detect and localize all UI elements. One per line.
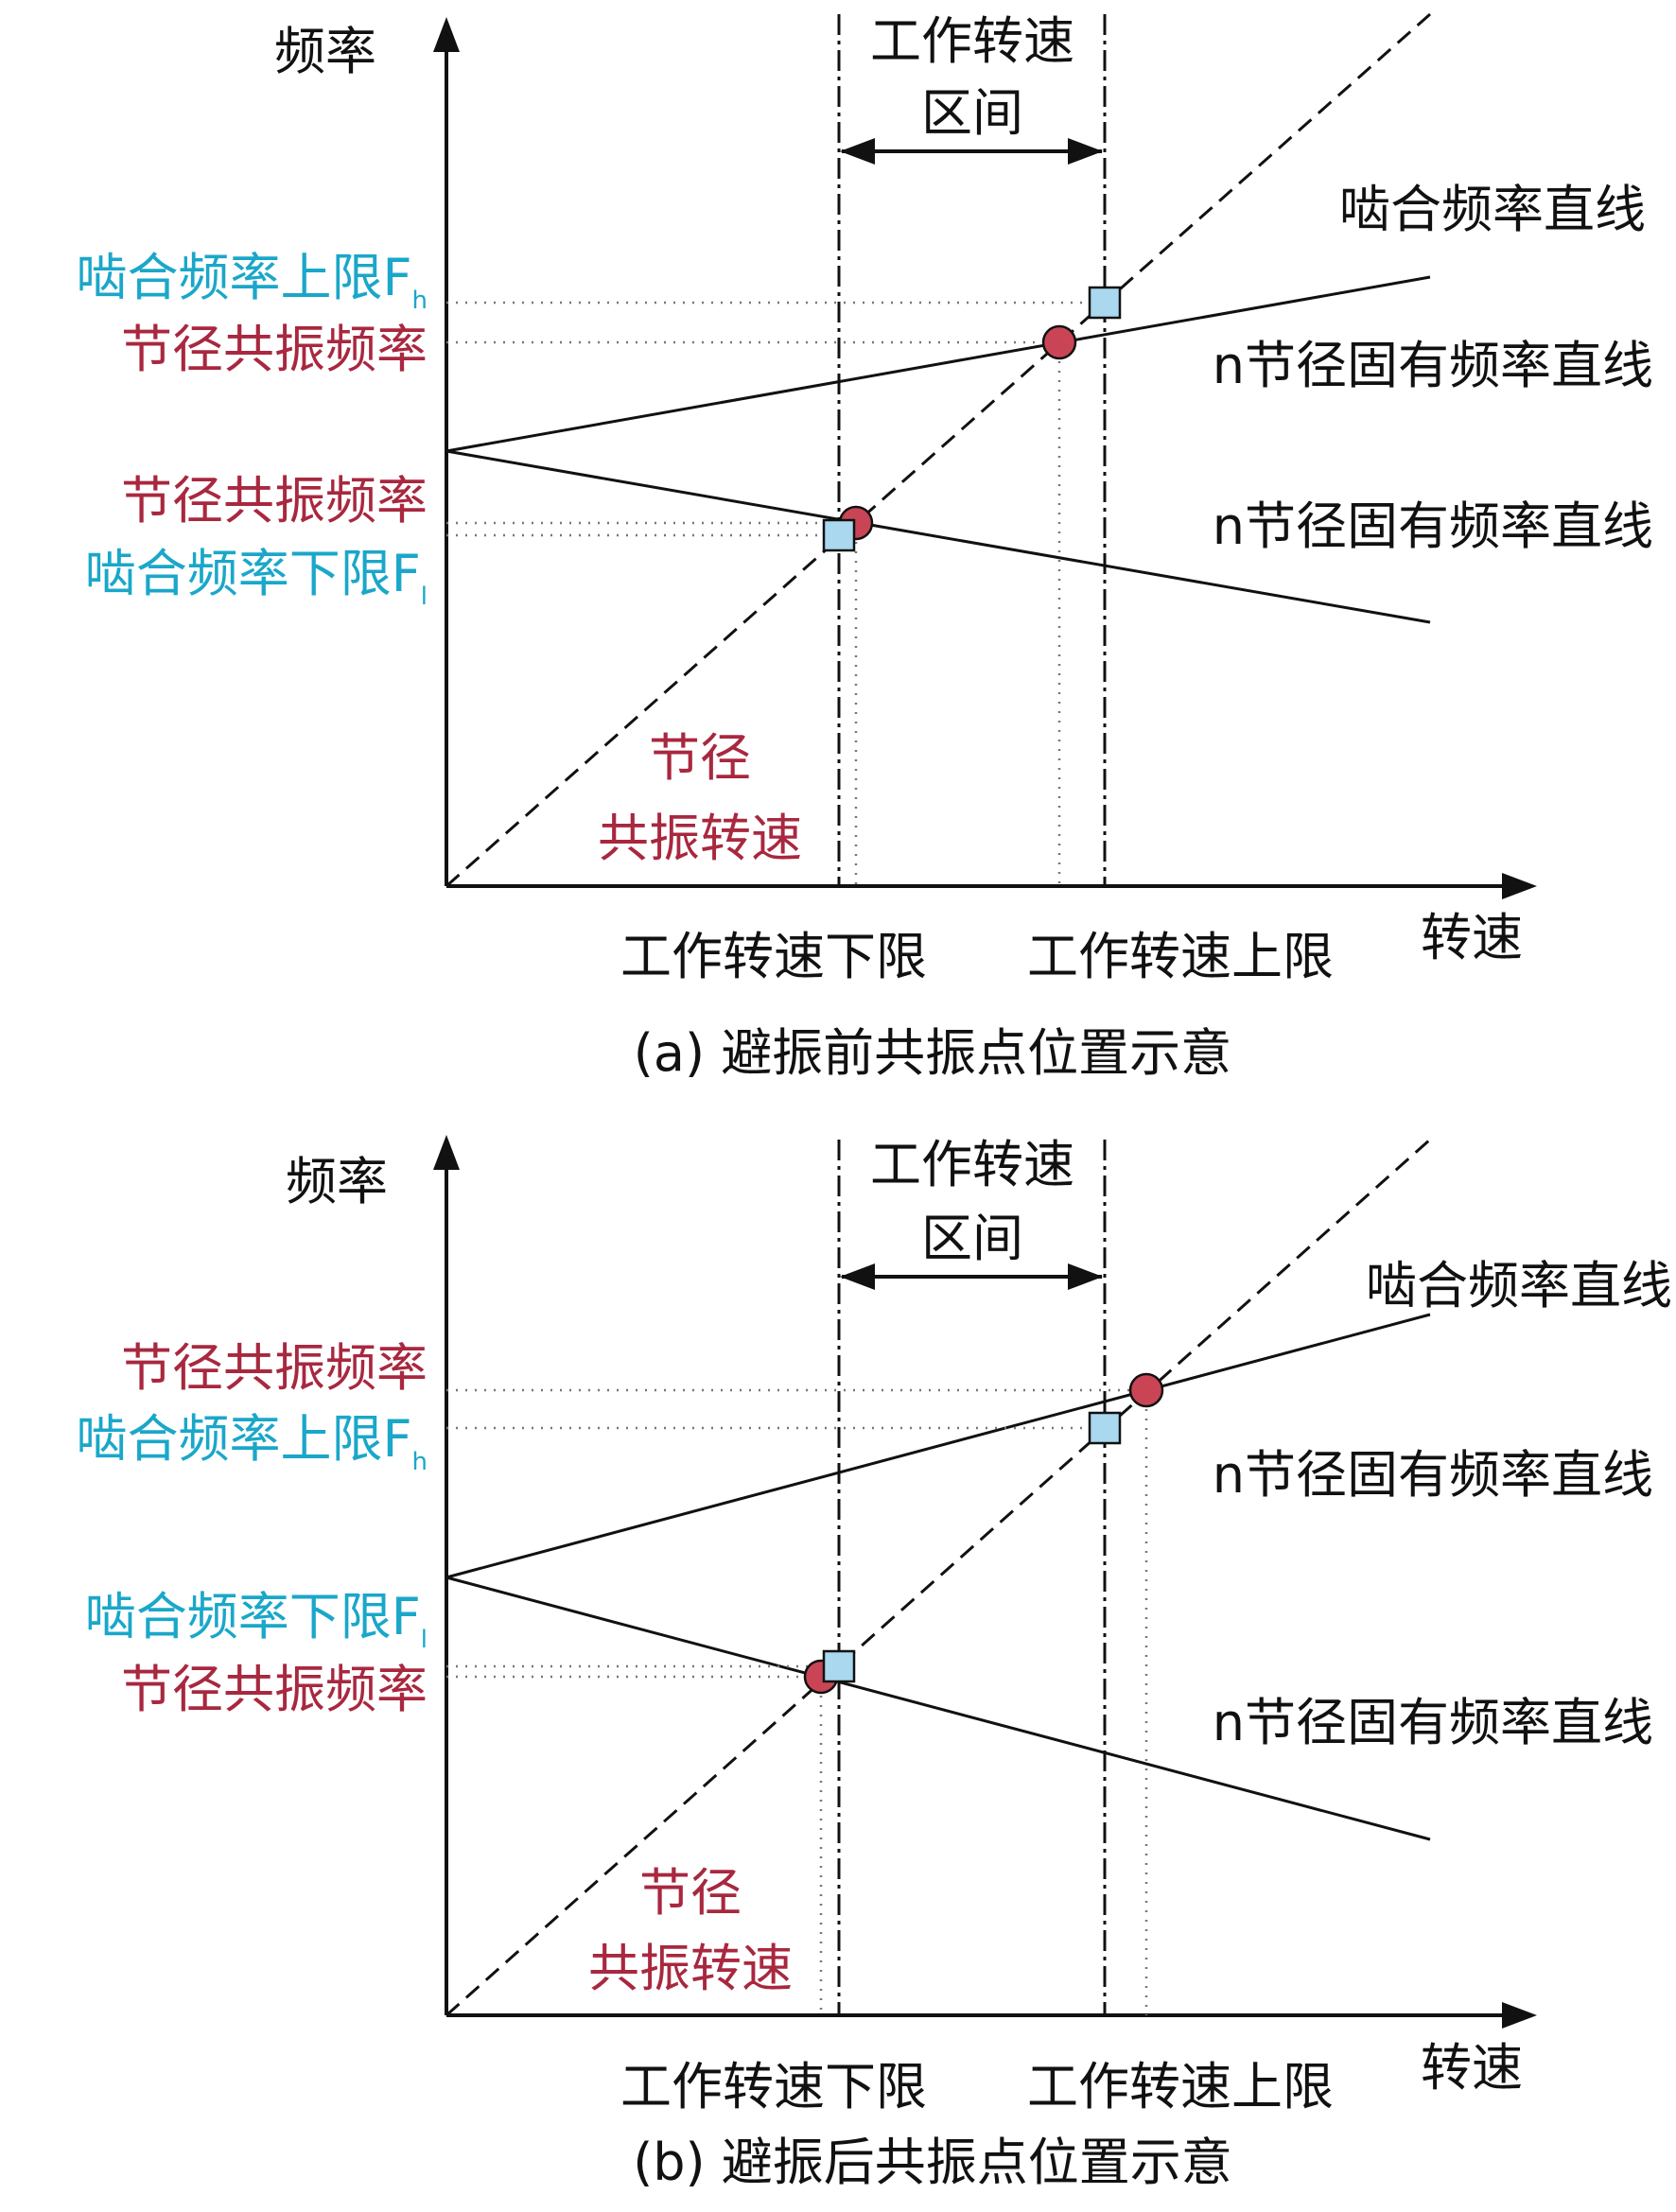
panel-a: 频率 转速 工作转速 区间 啮合频率直线 n节径固有频率直线 n节径固有频率直线… (76, 11, 1653, 1083)
natural-line-label-lower: n节径固有频率直线 (1213, 1693, 1653, 1752)
natural-frequency-line-lower (445, 449, 1431, 624)
resonance-speed-label-1: 节径 (639, 1863, 742, 1923)
mesh-line-label: 啮合频率直线 (1339, 180, 1646, 239)
x-axis-arrow-icon (1502, 873, 1537, 899)
natural-frequency-line-lower (445, 1576, 1431, 1841)
x-axis-arrow-icon (1502, 2002, 1537, 2029)
mesh-lower-limit-marker (822, 518, 856, 552)
resonance-freq-upper-label: 节径共振频率 (121, 320, 428, 379)
mesh-upper-limit-marker (1088, 286, 1122, 320)
work-range-arrow-right-icon (1068, 1263, 1103, 1290)
y-axis-label: 频率 (286, 1152, 388, 1211)
natural-line-label-lower: n节径固有频率直线 (1213, 496, 1653, 556)
work-range-label-1: 工作转速 (870, 1135, 1074, 1194)
mesh-upper-limit-marker (1088, 1411, 1122, 1445)
mesh-lower-limit-label: 啮合频率下限Fl (85, 544, 428, 611)
mesh-upper-limit-label: 啮合频率上限Fh (76, 1409, 428, 1476)
mesh-frequency-line (445, 12, 1431, 888)
resonance-point-upper-marker (1128, 1372, 1164, 1408)
y-axis-arrow-icon (433, 1135, 460, 1170)
work-range-arrow-right-icon (1068, 138, 1103, 165)
work-range-label-2: 区间 (921, 1209, 1023, 1268)
resonance-freq-upper-label: 节径共振频率 (121, 1338, 428, 1398)
resonance-speed-label-2: 共振转速 (588, 1939, 793, 1998)
resonance-freq-lower-label: 节径共振频率 (121, 1660, 428, 1719)
caption-a: (a) 避振前共振点位置示意 (634, 1023, 1231, 1083)
resonance-speed-label-2: 共振转速 (598, 809, 802, 868)
panel-b: 频率 转速 工作转速 区间 啮合频率直线 n节径固有频率直线 n节径固有频率直线… (76, 1135, 1672, 2192)
natural-frequency-line-upper (445, 275, 1431, 453)
resonance-point-upper-marker (1041, 324, 1077, 360)
x-axis-label: 转速 (1421, 2038, 1523, 2098)
work-range-label-1: 工作转速 (870, 11, 1074, 71)
x-tick-low-label: 工作转速下限 (620, 2057, 927, 2116)
resonance-speed-label-1: 节径 (649, 728, 751, 788)
mesh-frequency-line (445, 1138, 1431, 2017)
mesh-line-label: 啮合频率直线 (1366, 1256, 1672, 1315)
work-range-arrow-left-icon (840, 138, 875, 165)
x-axis-label: 转速 (1421, 908, 1523, 967)
x-tick-low-label: 工作转速下限 (620, 927, 927, 986)
work-range-label-2: 区间 (921, 83, 1023, 143)
resonance-freq-lower-label: 节径共振频率 (121, 471, 428, 531)
caption-b: (b) 避振后共振点位置示意 (633, 2133, 1232, 2192)
y-axis-label: 频率 (274, 22, 376, 81)
x-tick-high-label: 工作转速上限 (1027, 927, 1334, 986)
work-range-arrow-left-icon (840, 1263, 875, 1290)
y-axis-arrow-icon (433, 17, 460, 52)
mesh-lower-limit-marker (822, 1649, 856, 1683)
natural-frequency-line-upper (445, 1313, 1431, 1579)
mesh-upper-limit-label: 啮合频率上限Fh (76, 248, 428, 315)
natural-line-label-upper: n节径固有频率直线 (1213, 336, 1653, 395)
natural-line-label-upper: n节径固有频率直线 (1213, 1445, 1653, 1505)
x-tick-high-label: 工作转速上限 (1027, 2057, 1334, 2116)
mesh-lower-limit-label: 啮合频率下限Fl (85, 1587, 428, 1654)
